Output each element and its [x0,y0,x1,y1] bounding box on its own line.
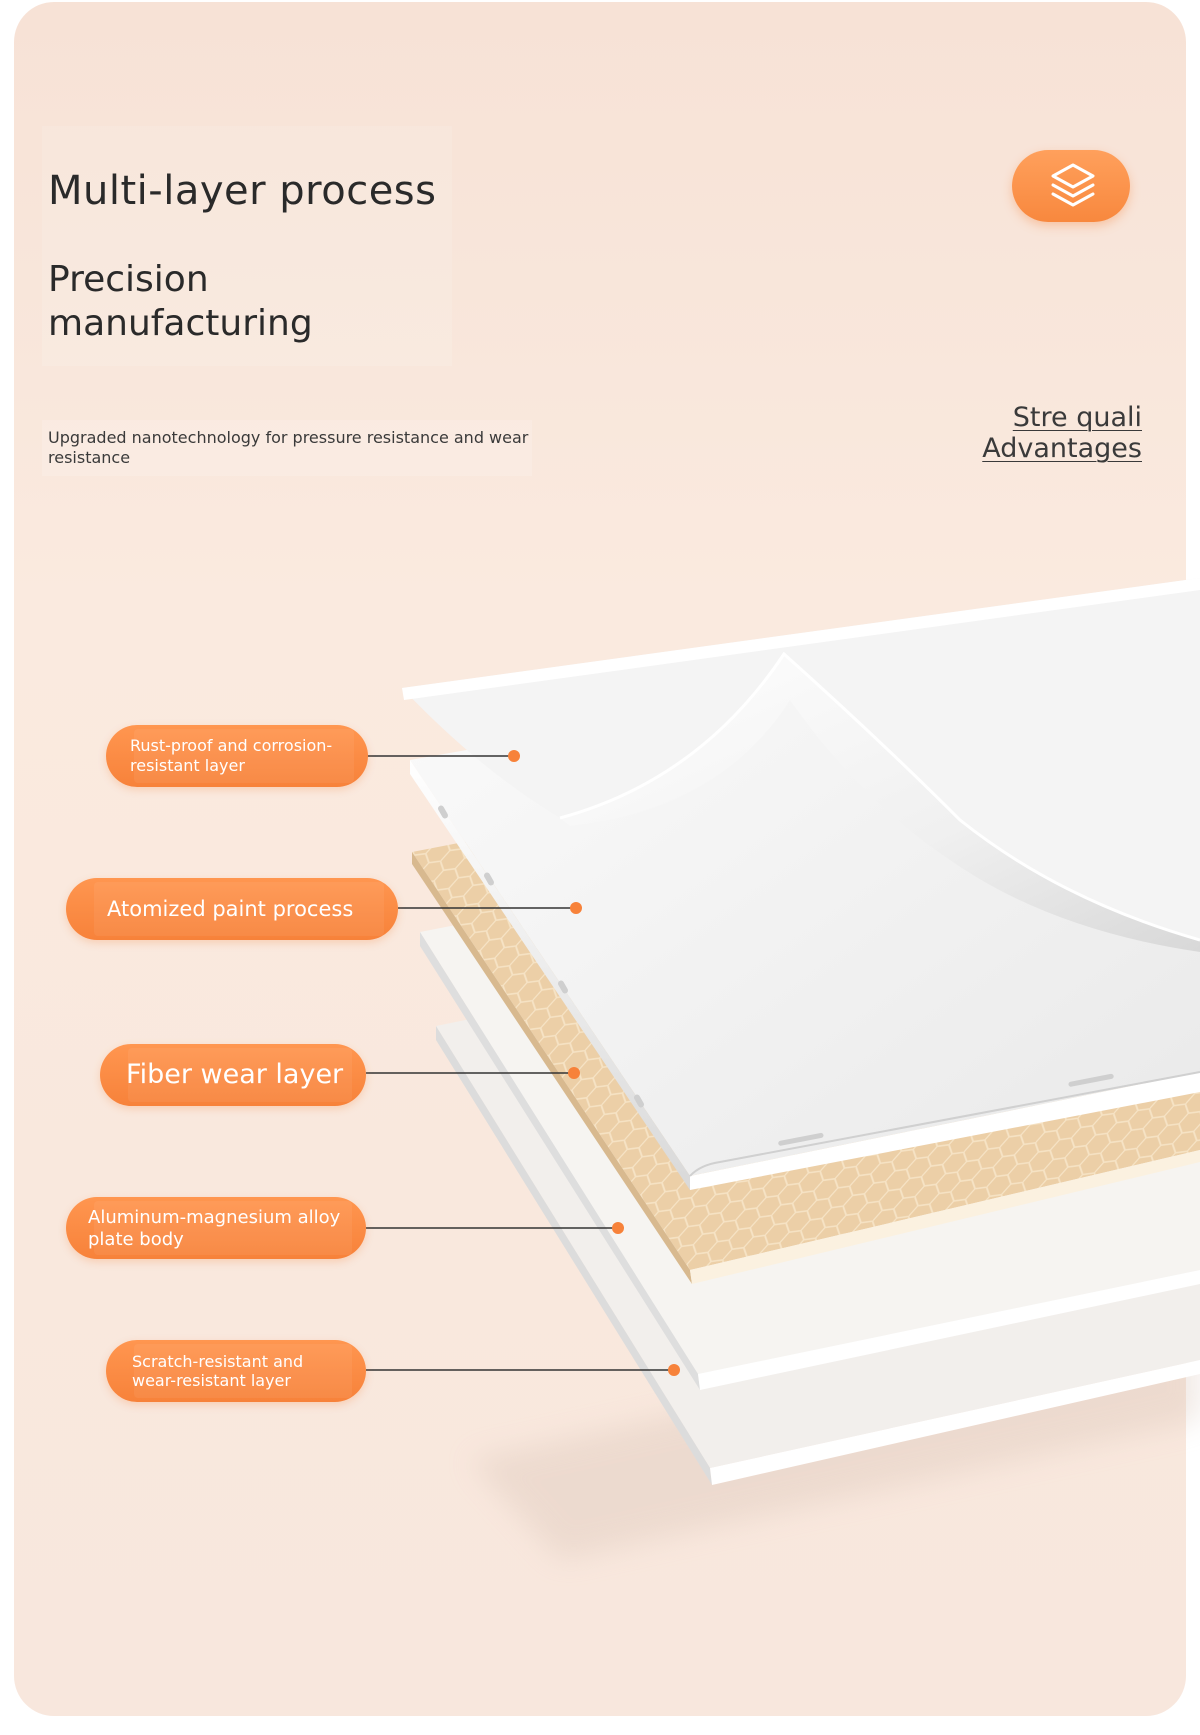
layer-dot-4 [612,1222,624,1234]
advantages-link[interactable]: Stre quali Advantages [982,402,1142,464]
layer-label-rust-proof: Rust-proof and corrosion- resistant laye… [106,725,368,787]
description-panel [42,420,532,476]
page-title: Multi-layer process [48,168,437,214]
advantages-line-2: Advantages [982,433,1142,464]
layer-label-scratch-resistant: Scratch-resistant and wear-resistant lay… [106,1340,366,1402]
layer-dot-3 [568,1067,580,1079]
layers-icon [1051,163,1095,207]
layer-label-fiber-wear: Fiber wear layer [100,1044,366,1106]
layer-label-atomized-paint: Atomized paint process [66,878,398,940]
advantages-line-1: Stre quali [1012,402,1142,433]
layers-badge [1012,150,1130,222]
title-panel [42,126,452,366]
layer-label-aluminum-alloy: Aluminum-magnesium alloy plate body [66,1197,366,1259]
page-subtitle: Precision manufacturing [48,259,313,344]
layer-dot-2 [570,902,582,914]
layer-dot-5 [668,1364,680,1376]
layer-dot-1 [508,750,520,762]
description-text: Upgraded nanotechnology for pressure res… [48,428,529,467]
